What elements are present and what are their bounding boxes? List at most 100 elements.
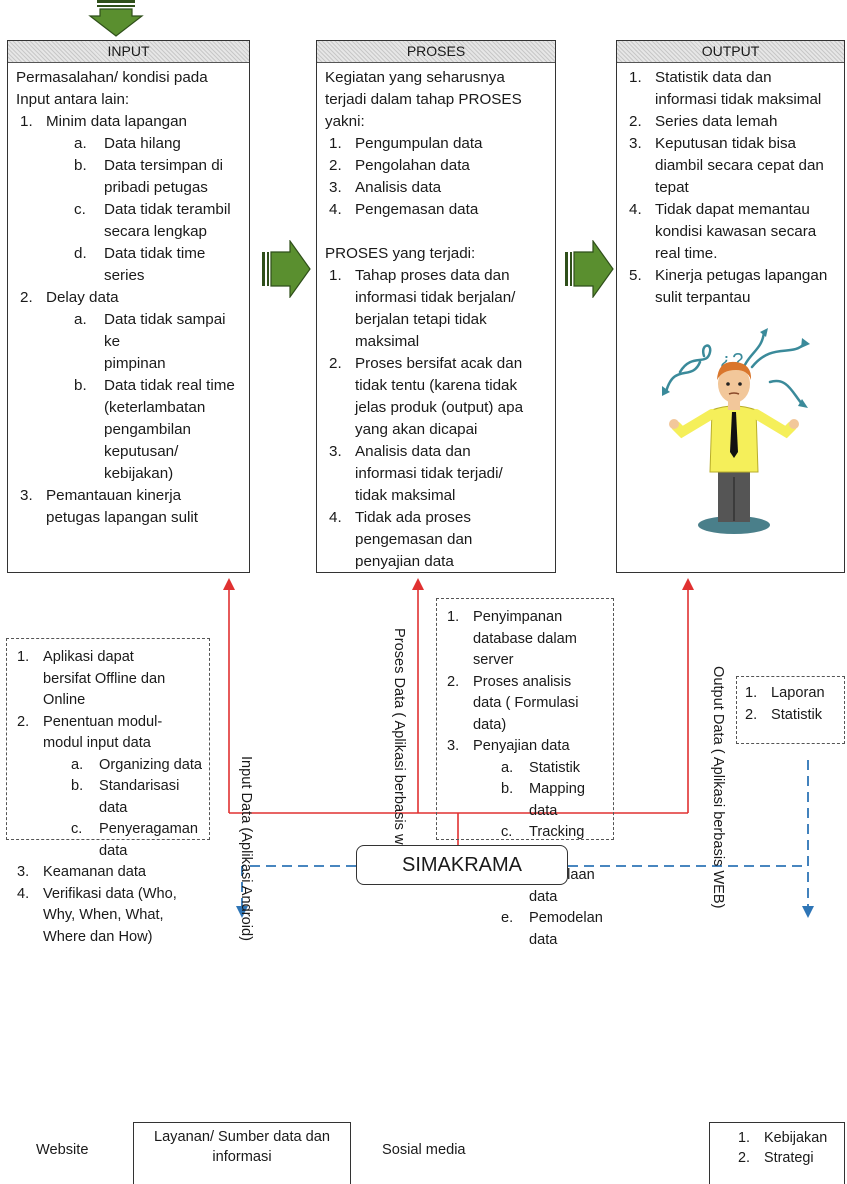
item-text: berjalan tetapi tidak xyxy=(355,311,487,328)
list-item: 1.Kebijakan xyxy=(734,1128,844,1148)
item-text: Tidak ada proses xyxy=(355,509,471,526)
item-text: Penyeragaman xyxy=(99,821,198,837)
item-text: Tidak dapat memantau xyxy=(655,201,810,218)
item-text: Online xyxy=(43,692,86,708)
item-text: informasi tidak maksimal xyxy=(655,91,822,108)
intro-text: yakni: xyxy=(325,113,365,130)
item-number: 2. xyxy=(329,355,342,372)
list-item: 2. Series data lemah xyxy=(625,111,836,133)
item-text: Tracking xyxy=(529,824,585,840)
item-text: Penyajian data xyxy=(473,738,570,754)
item-text: data xyxy=(529,888,558,905)
item-text: data xyxy=(529,931,558,948)
proses-data-label: Proses Data ( Aplikasi berbasis web) xyxy=(391,628,407,866)
sub-item-mark: b. xyxy=(71,778,84,794)
output-panel-title: OUTPUT xyxy=(617,41,844,63)
item-text: Statistik xyxy=(771,706,823,723)
intro-text: terjadi dalam tahap PROSES xyxy=(325,91,522,108)
sub-item-mark: d. xyxy=(74,245,87,262)
item-text: real time. xyxy=(655,245,718,262)
sub-item-mark: c. xyxy=(71,821,83,837)
item-text: Statistik xyxy=(529,759,581,776)
item-text: maksimal xyxy=(355,333,420,350)
item-text: modul input data xyxy=(43,735,151,751)
item-text: (keterlambatan xyxy=(104,399,206,416)
item-text: Data tidak terambil xyxy=(104,201,231,218)
sub-item-mark: c. xyxy=(501,824,513,840)
item-text: informasi tidak berjalan/ xyxy=(355,289,516,306)
item-text: Why, When, What, xyxy=(43,907,164,923)
item-number: 2. xyxy=(629,113,642,130)
item-number: 3. xyxy=(329,443,342,460)
item-text: Penyimpanan xyxy=(473,609,563,625)
item-text: pimpinan xyxy=(104,355,166,372)
item-text: secara lengkap xyxy=(104,223,208,240)
item-number: 1. xyxy=(629,69,642,86)
item-text: Data tidak sampai ke xyxy=(104,311,226,350)
item-text: tidak tentu (karena tidak xyxy=(355,377,518,394)
list-item: 4. Pengemasan data xyxy=(325,199,547,221)
item-text: informasi tidak terjadi/ xyxy=(355,465,503,482)
item-number: 4. xyxy=(329,201,342,218)
item-text: Analisis data dan xyxy=(355,443,471,460)
sub-list-item: a.Organizing data xyxy=(65,755,203,777)
item-number: 4. xyxy=(17,885,30,902)
item-text: keputusan/ kebijakan) xyxy=(104,443,179,482)
item-text: kondisi kawasan secara xyxy=(655,223,817,240)
item-number: 2. xyxy=(17,713,30,730)
down-arrow-icon xyxy=(88,0,144,37)
sub-list-item: c. Data tidak terambil secara lengkap xyxy=(68,199,241,243)
spacer xyxy=(325,221,547,243)
item-text: pengambilan xyxy=(104,421,191,438)
item-number: 2. xyxy=(329,157,342,174)
item-text: Analisis data xyxy=(355,179,442,196)
item-text: Proses analisis xyxy=(473,673,572,690)
sub-list-item: a.Statistik xyxy=(495,758,607,780)
item-number: 3. xyxy=(629,135,642,152)
item-text: bersifat Offline dan xyxy=(43,670,166,687)
item-number: 3. xyxy=(447,738,460,754)
item-number: 5. xyxy=(629,267,642,284)
list-item: 1.Laporan xyxy=(741,683,840,705)
item-number: 1. xyxy=(329,135,342,152)
sub-item-mark: c. xyxy=(74,201,86,218)
item-text: Penentuan modul- xyxy=(43,713,163,730)
simakrama-box: SIMAKRAMA xyxy=(356,845,568,885)
item-number: 2. xyxy=(745,706,758,723)
item-text: Standarisasi xyxy=(99,778,180,794)
proses-panel-title: PROSES xyxy=(317,41,555,63)
item-text: jelas produk (output) apa xyxy=(355,399,524,416)
input-panel-title: INPUT xyxy=(8,41,249,63)
item-text: Data hilang xyxy=(104,135,181,152)
item-text: Aplikasi dapat xyxy=(43,649,134,665)
item-text: data ( Formulasi xyxy=(473,695,579,711)
item-text: data xyxy=(99,842,128,859)
item-text: Kebijakan xyxy=(764,1130,828,1146)
item-number: 3. xyxy=(17,864,30,880)
sub-list-item: a. Data hilang xyxy=(68,133,241,155)
item-text: Proses bersifat acak dan xyxy=(355,355,523,372)
sub-item-mark: a. xyxy=(74,135,87,152)
item-text: Series data lemah xyxy=(655,113,778,130)
item-number: 1. xyxy=(745,685,758,701)
item-text: Pengemasan data xyxy=(355,201,479,218)
sub-list-item: c. Penyeragaman data xyxy=(65,819,203,862)
item-number: 1. xyxy=(447,609,460,625)
item-text: data xyxy=(529,802,558,819)
